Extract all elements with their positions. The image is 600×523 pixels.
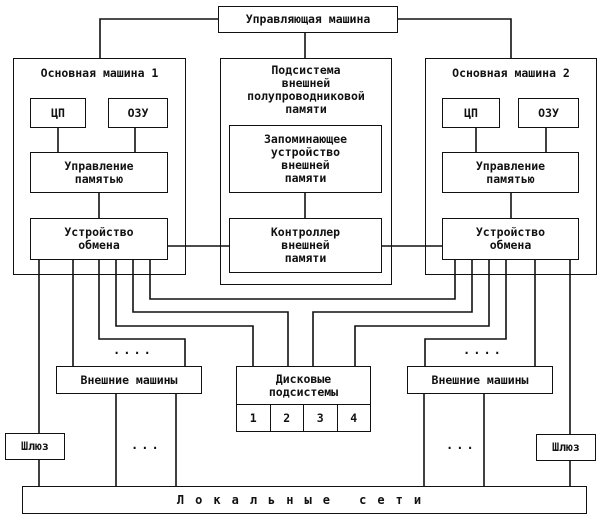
external-machines-1-box: Внешние машины: [56, 366, 202, 394]
subsystem-title-line2: внешней: [281, 76, 331, 90]
main-machine-1-title: Основная машина 1: [40, 66, 159, 80]
wire-ex2-disk-a: [312, 260, 473, 366]
local-networks-label: Локальные сети: [176, 493, 433, 507]
gateway-left-box: Шлюз: [5, 433, 65, 460]
mm2-exchange-line1: Устройство: [475, 225, 546, 239]
gateway-left-label: Шлюз: [21, 439, 49, 453]
mm1-exchange-box: Устройство обмена: [30, 218, 168, 260]
external-memory-controller-box: Контроллер внешней памяти: [229, 218, 382, 273]
storage-line1: Запоминающее: [263, 132, 348, 146]
wire-ex1-disk-a: [115, 260, 254, 366]
ext2-ellipsis-top: ....: [463, 343, 504, 357]
mm2-exchange-box: Устройство обмена: [442, 218, 579, 260]
wire-control-to-mm1: [99, 18, 218, 58]
mm1-cpu-label: ЦП: [51, 105, 65, 120]
mm1-memory-control-box: Управление памятью: [30, 152, 168, 193]
mm1-memctl-line1: Управление: [64, 158, 134, 173]
external-machines-2-box: Внешние машины: [407, 366, 553, 394]
wire-ex1-ext-b: [98, 260, 186, 366]
mm2-cpu-box: ЦП: [442, 98, 500, 128]
control-machine-box: Управляющая машина: [218, 6, 398, 33]
controller-line2: внешней: [281, 238, 330, 252]
storage-line3: внешней: [281, 158, 330, 172]
external-machines-1-label: Внешние машины: [80, 372, 178, 387]
controller-line3: памяти: [284, 251, 327, 265]
wire-ex2-disk-b: [354, 260, 490, 366]
mm2-ram-box: ОЗУ: [518, 98, 579, 128]
external-storage-box: Запоминающее устройство внешней памяти: [229, 125, 382, 193]
disk-subsystems-box: Дисковые подсистемы: [236, 366, 371, 406]
disk-unit-3: 3: [304, 405, 338, 431]
disk-label-line1: Дисковые: [275, 372, 332, 386]
wire-control-to-mm2: [398, 18, 512, 58]
gateway-right-label: Шлюз: [552, 440, 580, 454]
ext1-ellipsis-bottom: ...: [131, 438, 162, 452]
gateway-right-box: Шлюз: [536, 434, 596, 461]
disk-unit-1: 1: [237, 405, 271, 431]
mm2-memory-control-box: Управление памятью: [442, 152, 579, 193]
mm2-ram-label: ОЗУ: [538, 105, 559, 120]
semiconductor-subsystem-frame: Подсистема внешней полупроводниковой пам…: [220, 58, 392, 285]
disk-unit-4: 4: [350, 410, 358, 425]
mm1-ram-box: ОЗУ: [108, 98, 168, 128]
main-machine-2-title: Основная машина 2: [452, 66, 570, 80]
subsystem-title: Подсистема внешней полупроводниковой пам…: [221, 64, 391, 116]
ext1-ellipsis-top: ....: [113, 343, 154, 357]
disk-label-line2: подсистемы: [268, 385, 339, 399]
external-machines-2-label: Внешние машины: [431, 372, 529, 387]
mm1-exchange-line1: Устройство: [64, 225, 134, 239]
mm1-cpu-box: ЦП: [30, 98, 86, 128]
storage-line2: устройство: [270, 145, 341, 159]
subsystem-title-line3: полупроводниковой: [247, 89, 365, 103]
wire-ex1-disk-b: [132, 260, 289, 366]
local-networks-bar: Локальные сети: [22, 486, 587, 514]
mm1-exchange-line2: обмена: [78, 238, 120, 252]
main-machine-1-frame: Основная машина 1: [13, 58, 186, 275]
mm1-ram-label: ОЗУ: [127, 105, 149, 120]
disk-units-row: 1 2 3 4: [236, 404, 371, 432]
wire-ex1-ex2: [149, 260, 456, 300]
main-machine-2-frame: Основная машина 2: [425, 58, 597, 275]
ext2-ellipsis-bottom: ...: [446, 438, 477, 452]
mm1-memctl-line2: памятью: [74, 171, 124, 186]
storage-line4: памяти: [284, 171, 327, 185]
mm2-memctl-line1: Управление: [475, 158, 546, 173]
mm2-memctl-line2: памятью: [486, 171, 535, 186]
wire-ex2-ext-b: [424, 260, 507, 366]
disk-unit-2: 2: [271, 405, 304, 431]
mm2-exchange-line2: обмена: [489, 238, 532, 252]
control-machine-label: Управляющая машина: [245, 12, 371, 26]
mm2-cpu-label: ЦП: [464, 105, 478, 120]
controller-line1: Контроллер: [270, 225, 341, 239]
subsystem-title-line4: памяти: [285, 102, 327, 116]
subsystem-title-line1: Подсистема: [271, 63, 341, 77]
